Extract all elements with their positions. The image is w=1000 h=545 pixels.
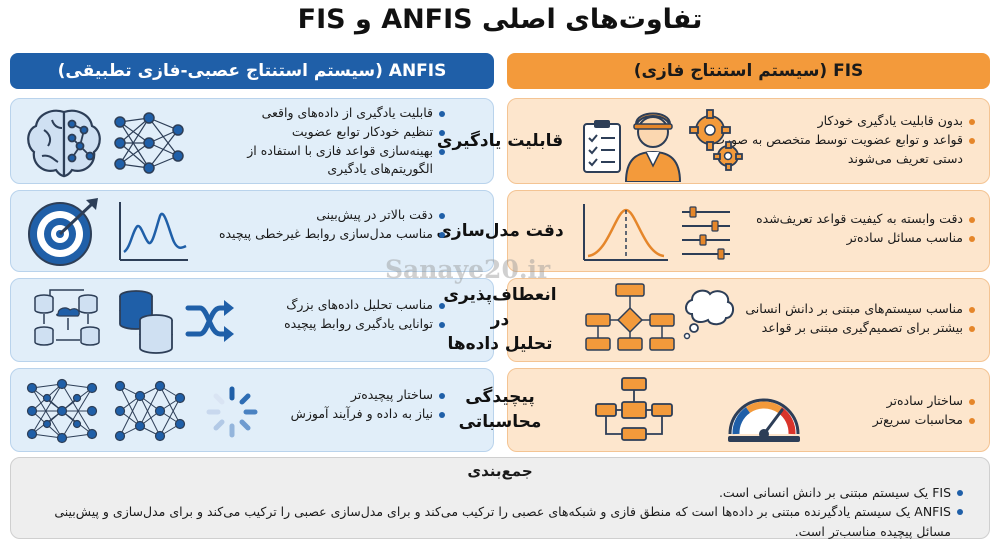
database-icon: [34, 289, 100, 346]
fis-panel-accuracy: [507, 190, 990, 272]
list-item: بدون قابلیت یادگیری خودکار: [695, 112, 977, 131]
line-chart-icon: [119, 202, 188, 261]
anfis-bullets-learning: قابلیت یادگیری از داده‌های واقعی تنظیم خ…: [205, 104, 447, 179]
list-item: بیشتر برای تصمیم‌گیری مبتنی بر قواعد: [730, 319, 977, 338]
list-item: نیاز به داده و فرآیند آموزش: [270, 405, 447, 424]
row-label-text: دقت مدل‌سازی: [436, 220, 564, 241]
anfis-bullets-flexibility: مناسب تحلیل داده‌های بزرگ توانایی یادگیر…: [240, 296, 447, 334]
list-item: تنظیم خودکار توابع عضویت: [205, 123, 447, 142]
list-item: قواعد و توابع عضویت توسط متخصص به صورت د…: [695, 131, 977, 169]
list-item: مناسب سیستم‌های مبتنی بر دانش انسانی: [730, 300, 977, 319]
engineer-icon: [624, 112, 682, 182]
bell-curve-icon: [583, 204, 668, 261]
fis-bullets-flexibility: مناسب سیستم‌های مبتنی بر دانش انسانی بیش…: [730, 300, 977, 338]
list-item: مناسب تحلیل داده‌های بزرگ: [240, 296, 447, 315]
loading-spinner-icon: [206, 386, 258, 438]
row-label-complexity: پیچیدگی محاسباتی: [432, 368, 568, 452]
list-item: مناسب مدل‌سازی روابط غیرخطی پیچیده: [200, 225, 447, 244]
list-item: محاسبات سریع‌تر: [800, 411, 977, 430]
row-label-line1: پیچیدگی: [465, 387, 535, 408]
row-label-accuracy: دقت مدل‌سازی: [432, 190, 568, 272]
fis-column-header: FIS (سیستم استنتاج فازی): [507, 53, 990, 89]
checklist-icon: [583, 120, 621, 173]
fis-bullets-complexity: ساختار ساده‌تر محاسبات سریع‌تر: [800, 392, 977, 430]
fis-bullets-accuracy: دقت وابسته به کیفیت قواعد تعریف‌شده مناس…: [735, 210, 977, 248]
list-item: قابلیت یادگیری از داده‌های واقعی: [205, 104, 447, 123]
anfis-panel-flexibility: [10, 278, 494, 362]
row-label-line1: انعطاف‌پذیری در: [443, 285, 557, 330]
summary-title: جمع‌بندی: [467, 462, 533, 480]
sliders-icon: [682, 206, 730, 260]
list-item: مناسب مسائل ساده‌تر: [735, 229, 977, 248]
list-item: دقت بالاتر در پیش‌بینی: [200, 206, 447, 225]
anfis-bullets-complexity: ساختار پیچیده‌تر نیاز به داده و فرآیند آ…: [270, 386, 447, 424]
row-label-line2: محاسباتی: [458, 412, 542, 432]
summary-item: ANFIS یک سیستم یادگیرنده مبتنی بر داده‌ه…: [50, 502, 965, 541]
anfis-bullets-accuracy: دقت بالاتر در پیش‌بینی مناسب مدل‌سازی رو…: [200, 206, 447, 244]
fis-bullets-learning: بدون قابلیت یادگیری خودکار قواعد و توابع…: [695, 112, 977, 168]
gears-icon: [689, 109, 743, 171]
neural-network-icon: [26, 378, 98, 444]
thought-bubble-icon: [683, 289, 734, 340]
list-item: ساختار ساده‌تر: [800, 392, 977, 411]
page-title: تفاوت‌های اصلی ANFIS و FIS: [297, 4, 703, 35]
neural-network-icon: [114, 112, 184, 174]
flowchart-icon: [595, 377, 673, 441]
anfis-column-header: ANFIS (سیستم استنتاج عصبی-فازی تطبیقی): [10, 53, 494, 89]
list-item: بهینه‌سازی قواعد فازی با استفاده از الگو…: [205, 142, 447, 180]
row-label-text: قابلیت یادگیری: [436, 130, 564, 151]
row-label-learning: قابلیت یادگیری: [432, 98, 568, 184]
row-label-line2: تحلیل داده‌ها: [447, 334, 553, 355]
summary-item: FIS یک سیستم مبتنی بر دانش انسانی است.: [50, 483, 965, 502]
shuffle-icon: [185, 300, 234, 342]
watermark: Sanaye20.ir: [385, 255, 551, 284]
summary-list: FIS یک سیستم مبتنی بر دانش انسانی است. A…: [50, 483, 965, 541]
deep-network-icon: [114, 380, 186, 442]
list-item: ساختار پیچیده‌تر: [270, 386, 447, 405]
target-icon: [28, 198, 98, 266]
row-label-flexibility: انعطاف‌پذیری در تحلیل داده‌ها: [432, 278, 568, 362]
brain-icon: [27, 109, 101, 178]
flowchart-icon: [585, 283, 675, 351]
database-stack-icon: [119, 290, 173, 354]
list-item: دقت وابسته به کیفیت قواعد تعریف‌شده: [735, 210, 977, 229]
summary-box: [10, 457, 990, 539]
gauge-icon: [728, 398, 800, 442]
list-item: توانایی یادگیری روابط پیچیده: [240, 315, 447, 334]
